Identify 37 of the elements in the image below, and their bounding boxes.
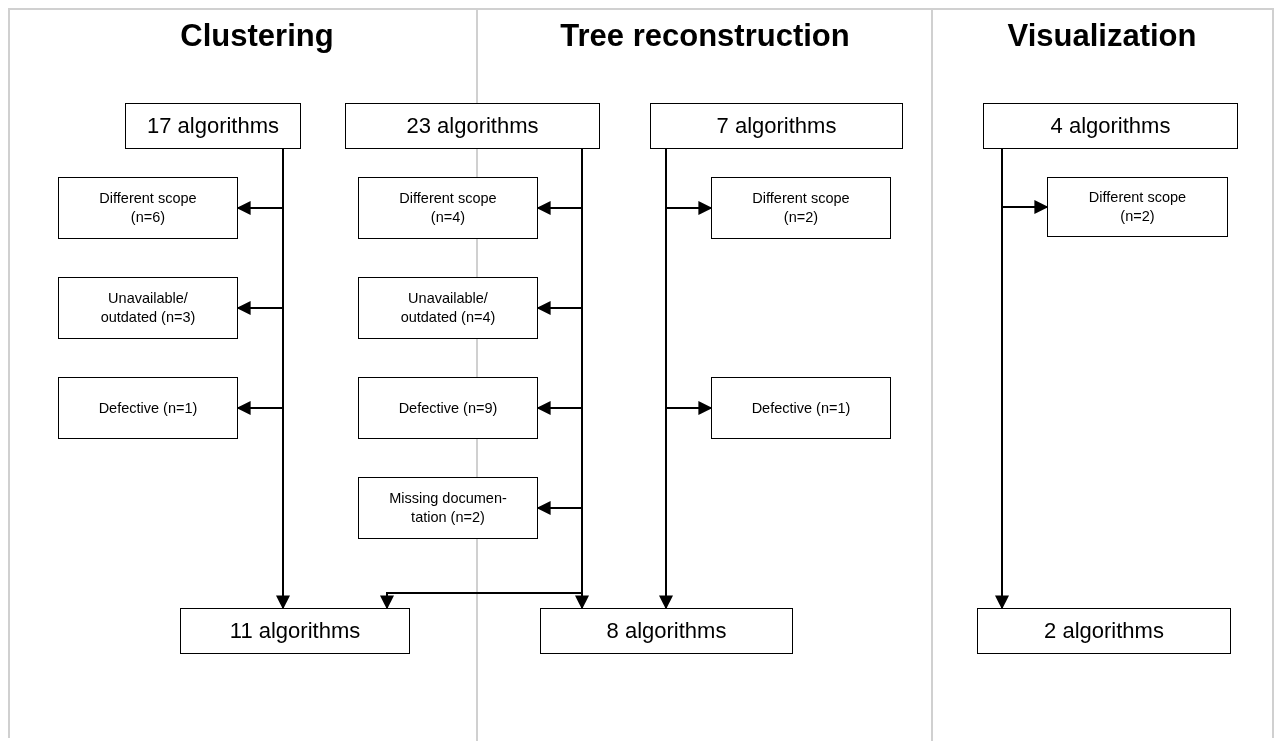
process-box <box>711 177 891 239</box>
process-box <box>650 103 903 149</box>
box-text: Unavailable/ outdated (n=3) <box>99 289 197 327</box>
process-box <box>540 608 793 654</box>
process-box <box>345 103 600 149</box>
box-text: 2 algorithms <box>1044 616 1164 645</box>
box-text: Defective (n=1) <box>751 398 851 418</box>
box-text: 8 algorithms <box>606 616 727 645</box>
box-text: 17 algorithms <box>146 111 280 140</box>
box-text: Missing documen- tation (n=2) <box>388 489 508 527</box>
process-box <box>58 177 238 239</box>
box-text: 11 algorithms <box>229 616 361 645</box>
box-text: Different scope (n=6) <box>98 189 198 227</box>
process-box <box>58 377 238 439</box>
process-box <box>358 277 538 339</box>
process-box <box>977 608 1231 654</box>
process-box <box>180 608 410 654</box>
process-box <box>1047 177 1228 237</box>
process-box <box>711 377 891 439</box>
box-text: Different scope (n=4) <box>398 189 498 227</box>
column-heading: Tree reconstruction <box>559 18 851 54</box>
column-heading: Visualization <box>1006 18 1198 54</box>
box-text: 7 algorithms <box>716 111 837 140</box>
box-text: Defective (n=1) <box>98 398 198 418</box>
column-heading: Clustering <box>179 18 335 54</box>
process-box <box>125 103 301 149</box>
process-box <box>58 277 238 339</box>
box-text: 4 algorithms <box>1050 111 1171 140</box>
box-text: Different scope (n=2) <box>751 189 851 227</box>
process-box <box>358 177 538 239</box>
box-text: Unavailable/ outdated (n=4) <box>399 289 497 327</box>
process-box <box>358 477 538 539</box>
process-box <box>983 103 1238 149</box>
process-box <box>358 377 538 439</box>
box-text: Defective (n=9) <box>398 398 498 418</box>
box-text: Different scope (n=2) <box>1087 188 1188 226</box>
box-text: 23 algorithms <box>406 111 539 140</box>
